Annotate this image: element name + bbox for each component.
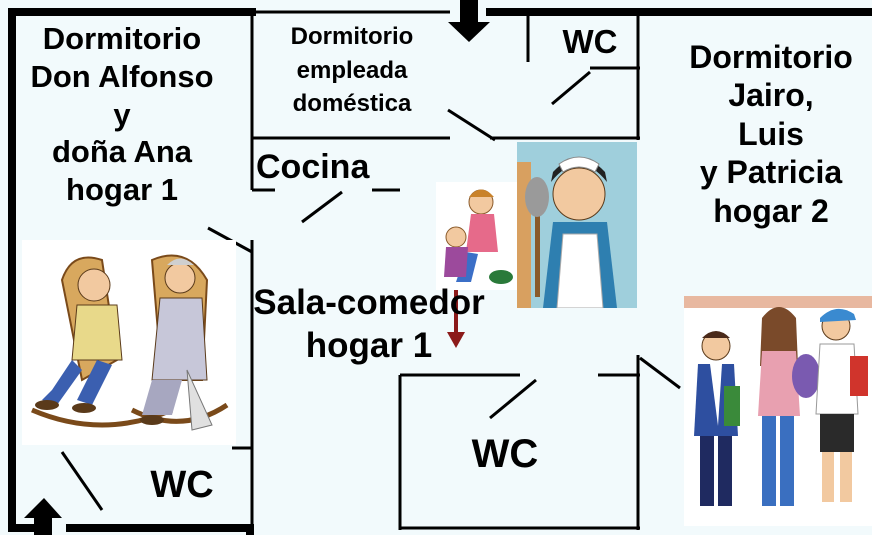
room-label-line: Don Alfonso xyxy=(30,58,214,94)
room-label-line: y xyxy=(113,96,131,132)
room-label-line: hogar 1 xyxy=(66,172,178,208)
entry-arrow-bottom-icon xyxy=(24,498,62,535)
door-wc-center xyxy=(489,378,537,420)
door-wc-bottom-left xyxy=(60,451,104,511)
door-wc-top xyxy=(551,70,591,106)
room-label-sala: Sala-comedor hogar 1 xyxy=(244,282,494,367)
room-label-line: Sala-comedor xyxy=(253,283,485,322)
room-label-line: doméstica xyxy=(292,90,412,118)
room-label-line: doña Ana xyxy=(51,134,193,170)
room-label-dorm-empleada: Dormitorio empleada doméstica xyxy=(262,20,442,121)
entry-arrows xyxy=(24,0,872,535)
door-maid xyxy=(447,108,496,142)
room-label-line: hogar 2 xyxy=(713,192,829,229)
room-label-line: hogar 1 xyxy=(305,325,433,365)
elderly-couple-illustration xyxy=(22,240,236,445)
room-label-line: Dormitorio xyxy=(689,39,853,75)
room-label-wc-bottom-left: WC xyxy=(150,464,214,506)
children-illustration xyxy=(436,182,518,290)
maid-illustration xyxy=(517,142,637,308)
room-label-line: Dormitorio xyxy=(42,21,202,56)
room-label-line: empleada xyxy=(296,56,408,84)
room-label-dorm-alfonso: Dormitorio Don Alfonso y doña Ana hogar … xyxy=(14,20,230,209)
room-label-line: Dormitorio xyxy=(290,23,414,50)
teenagers-illustration xyxy=(684,296,872,526)
door-dorm-jairo xyxy=(639,356,681,390)
entry-arrow-top-icon xyxy=(448,0,490,42)
room-label-line: Jairo, xyxy=(728,77,814,114)
room-label-dorm-jairo: Dormitorio Jairo, Luis y Patricia hogar … xyxy=(662,38,872,230)
room-label-line: Luis xyxy=(738,115,804,152)
room-label-cocina: Cocina xyxy=(256,148,370,186)
room-label-wc-top: WC xyxy=(562,23,618,60)
room-label-line: y Patricia xyxy=(699,154,843,191)
room-label-wc-center: WC xyxy=(471,432,539,476)
door-kitchen xyxy=(301,190,343,224)
